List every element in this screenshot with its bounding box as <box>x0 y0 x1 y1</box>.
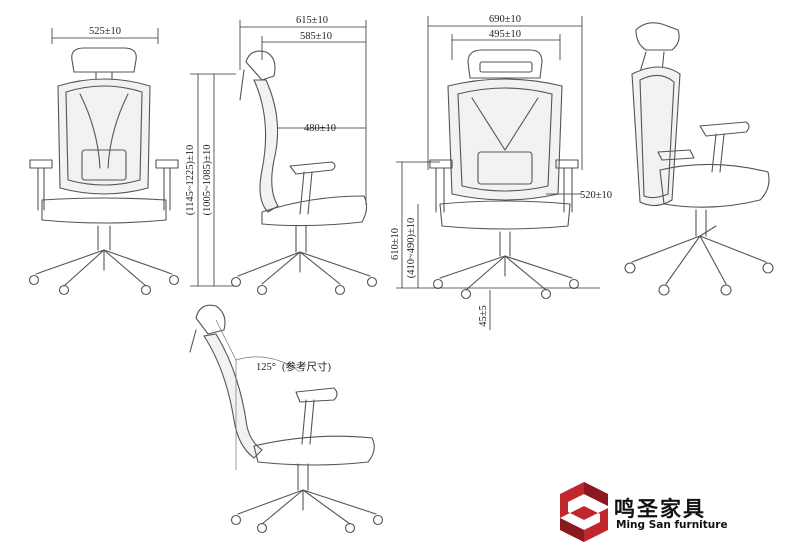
dim-side-depth-2: 585±10 <box>300 31 332 42</box>
brand-name-en: Ming San furniture <box>616 519 728 531</box>
side-view-chair: 615±10 585±10 480±10 (1145~1225)±10 (100… <box>185 15 378 296</box>
brand-logo-icon <box>560 482 608 542</box>
back-view-chair: 690±10 495±10 520±10 610±10 ( <box>390 14 612 330</box>
recline-angle-label: 125° <box>256 362 276 373</box>
brand-name-cn: 鸣圣家具 <box>614 497 706 521</box>
recline-note-label: (参考尺寸) <box>282 360 331 373</box>
dim-front-width: 525±10 <box>89 26 121 37</box>
dim-seat-height-range: (410~490)±10 <box>406 218 417 278</box>
dim-back-armrest-width: 520±10 <box>580 190 612 201</box>
dim-side-armrest-depth: 480±10 <box>304 123 336 134</box>
perspective-view-chair <box>624 22 774 296</box>
dim-back-width-2: 495±10 <box>489 29 521 40</box>
dim-side-height-2: (1005~1085)±10 <box>202 145 213 216</box>
dim-back-total-width: 690±10 <box>489 14 521 25</box>
front-view-chair: 525±10 <box>28 26 180 296</box>
dim-side-total-depth: 615±10 <box>296 15 328 26</box>
dim-seat-height: 610±10 <box>390 228 401 260</box>
dim-base-offset: 45±5 <box>478 305 489 327</box>
recline-view-chair: 125° (参考尺寸) <box>189 304 384 534</box>
dim-side-height-1: (1145~1225)±10 <box>185 145 196 216</box>
